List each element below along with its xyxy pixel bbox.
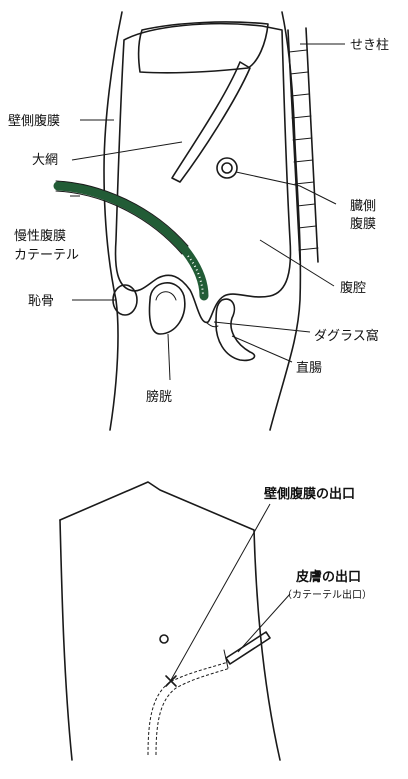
label-bladder: 膀胱 [146, 389, 172, 405]
bladder [149, 283, 184, 334]
label-peritoneal-exit: 壁側腹膜の出口 [264, 486, 355, 502]
abdomen-outline [60, 482, 280, 760]
rectum [216, 299, 255, 360]
sagittal-section: せき柱 壁側腹膜 大網 慢性腹膜 カテーテル 臓側 腹膜 腹腔 恥骨 ダグラス窩… [8, 12, 389, 430]
label-catheter-line2: カテーテル [14, 248, 79, 263]
catheter [58, 186, 204, 296]
label-omentum: 大網 [32, 153, 58, 168]
visceral-peritoneum-loop [217, 158, 237, 178]
parietal-exit-mark [166, 676, 176, 686]
label-pubic-bone: 恥骨 [28, 294, 54, 309]
label-visceral-line1: 臓側 [350, 199, 376, 214]
label-parietal-peritoneum: 壁側腹膜 [8, 113, 60, 129]
label-peritoneal-cavity: 腹腔 [340, 280, 366, 296]
label-skin-exit-note: （カテーテル出口） [282, 588, 372, 601]
navel [160, 635, 168, 643]
spine [288, 28, 318, 262]
body-outline-front [104, 12, 122, 430]
omentum [172, 62, 250, 182]
label-visceral-line2: 腹膜 [350, 216, 376, 232]
catheter-tunnel [148, 662, 228, 755]
label-catheter-line1: 慢性腹膜 [14, 228, 66, 244]
label-douglas-pouch: ダグラス窩 [314, 328, 379, 344]
label-rectum: 直腸 [296, 361, 322, 376]
label-skin-exit: 皮膚の出口 [295, 569, 361, 585]
abdomen-front-view: 壁側腹膜の出口 皮膚の出口 （カテーテル出口） [60, 482, 372, 760]
label-spine: せき柱 [350, 38, 389, 53]
